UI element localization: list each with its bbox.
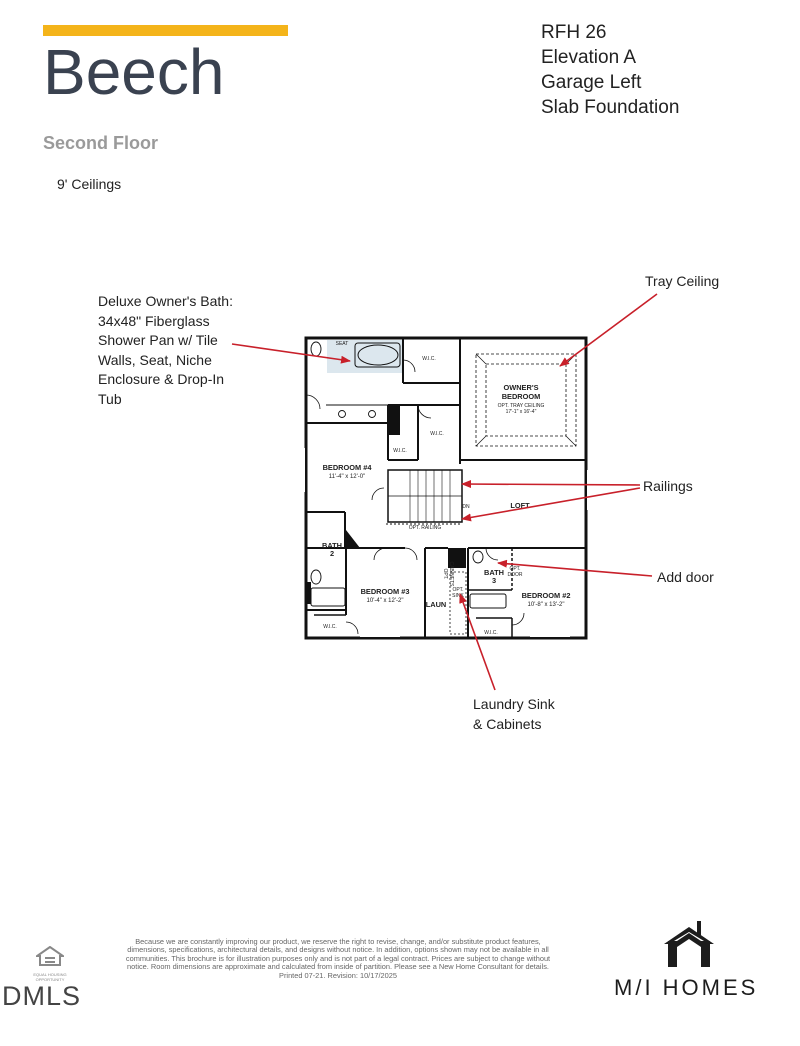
bedroom2-label: BEDROOM #2 — [522, 591, 571, 600]
plan-walls — [303, 336, 589, 640]
opt-sink-label-1: OPT. — [452, 587, 463, 593]
bath2-label-1: BATH — [322, 541, 342, 550]
wic-label: W.I.C. — [422, 356, 436, 362]
tray-ceiling-callout: Tray Ceiling — [645, 273, 720, 289]
opt-railing-label: OPT. RAILING — [409, 525, 442, 531]
owners-bath-line: Deluxe Owner's Bath: — [98, 293, 233, 309]
tray-ceiling-arrow — [559, 293, 658, 367]
bath3-label-2: 3 — [492, 576, 496, 585]
owners-bedroom-label-2: BEDROOM — [502, 392, 541, 401]
laundry-line: Laundry Sink — [473, 696, 555, 712]
opt-cabinets-label-2: CABINETS — [448, 561, 454, 587]
owners-bath-line: Walls, Seat, Niche — [98, 351, 212, 368]
owners-bedroom-dims: 17'-1" x 16'-4" — [506, 409, 537, 415]
owners-bath-callout: Deluxe Owner's Bath: 34x48" Fiberglass S… — [98, 292, 278, 409]
owners-bedroom-label-1: OWNER'S — [503, 383, 538, 392]
wic-label: W.I.C. — [323, 624, 337, 630]
owners-bath-line: 34x48" Fiberglass — [98, 312, 210, 329]
opt-door-label-1: OPT. — [509, 566, 520, 572]
bedroom4-label: BEDROOM #4 — [323, 463, 373, 472]
owners-bedroom-option: OPT. TRAY CEILING — [498, 403, 545, 409]
bedroom2-dims: 10'-8" x 13'-2" — [528, 602, 565, 608]
spec-block: RFH 26 Elevation A Garage Left Slab Foun… — [541, 20, 679, 120]
seat-label: SEAT — [336, 341, 349, 347]
spec-line-garage: Garage Left — [541, 72, 642, 93]
accent-bar — [43, 25, 288, 36]
laundry-callout: Laundry Sink & Cabinets — [473, 695, 555, 734]
spec-line-rfh: RFH 26 — [541, 22, 607, 43]
railing-arrow-lower — [461, 487, 641, 522]
bath2-label-2: 2 — [330, 549, 334, 558]
chase — [448, 548, 466, 568]
floor-subtitle: Second Floor — [43, 133, 159, 153]
opt-door-label-2: DOOR — [508, 572, 523, 578]
railing-arrow-upper — [461, 480, 641, 489]
add-door-arrow — [497, 559, 653, 577]
opt-sink-label-2: SINK — [452, 593, 464, 599]
opt-cabinets-label-1: OPT. — [442, 568, 448, 579]
bedroom3-dims: 10'-4" x 12'-2" — [367, 598, 404, 604]
loft-label: LOFT — [510, 501, 530, 510]
add-door-callout: Add door — [657, 569, 714, 585]
dmls-mark: DMLS — [2, 981, 82, 1011]
owners-bath-line: Enclosure & Drop-In — [98, 371, 225, 387]
railings-callout: Railings — [643, 478, 693, 494]
laundry-line: & Cabinets — [473, 715, 542, 732]
laundry-label: LAUN — [426, 600, 447, 609]
laundry-arrow — [459, 593, 496, 691]
ceiling-note: 9' Ceilings — [57, 176, 122, 192]
eho-label: EQUAL HOUSING OPPORTUNITY — [33, 972, 67, 982]
owners-bath-line: Shower Pan w/ Tile — [98, 332, 218, 348]
brand-name: M/I HOMES — [614, 975, 759, 1000]
wic-label: W.I.C. — [430, 431, 444, 437]
bedroom3-label: BEDROOM #3 — [361, 587, 410, 596]
wic-label: W.I.C. — [393, 448, 407, 454]
plan-title: Beech — [43, 36, 225, 108]
exterior-wall — [304, 336, 588, 640]
spec-line-foundation: Slab Foundation — [541, 97, 680, 118]
disclaimer: Because we are constantly improving our … — [125, 937, 551, 980]
owners-bath-line: Tub — [98, 390, 122, 407]
bath3-label-1: BATH — [484, 568, 504, 577]
stair-down-label: DN — [462, 504, 470, 510]
bedroom4-dims: 11'-4" x 12'-0" — [329, 474, 365, 480]
mi-homes-logo-icon — [664, 921, 714, 972]
callout-arrows — [231, 293, 658, 691]
wic-label: W.I.C. — [484, 630, 498, 636]
owners-bath-arrow — [231, 343, 351, 364]
spec-line-elevation: Elevation A — [541, 47, 637, 68]
equal-housing-icon — [33, 945, 67, 977]
